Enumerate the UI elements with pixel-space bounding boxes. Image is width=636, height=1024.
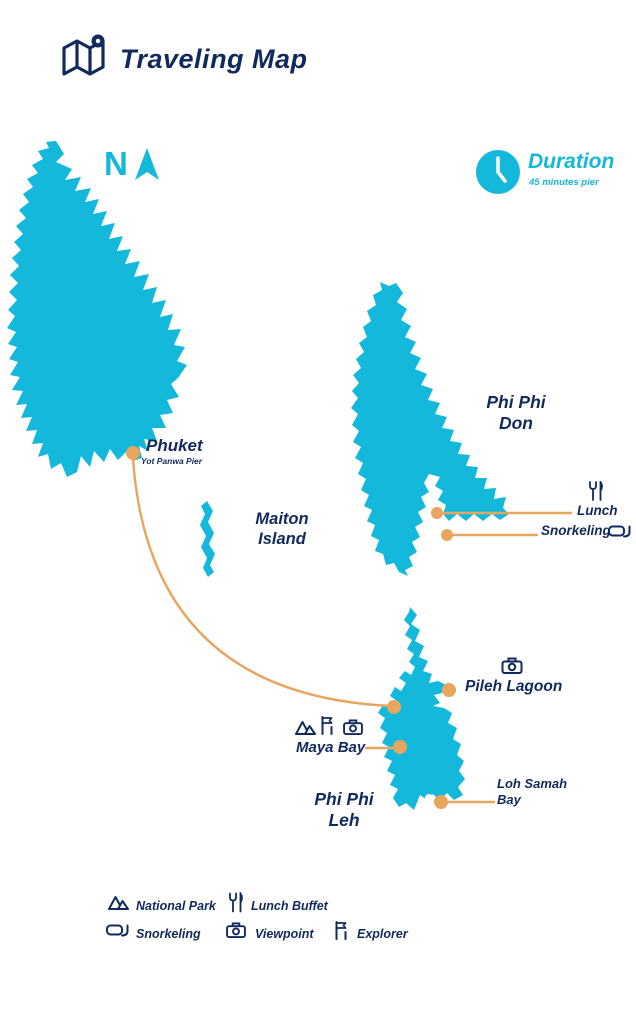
maya-national-park-icon: [295, 719, 316, 735]
phi-phi-leh-shape: [378, 607, 465, 810]
duration-title: Duration: [528, 150, 615, 173]
viewpoint-icon: [226, 922, 246, 938]
snorkeling-icon: [106, 924, 132, 938]
map-logo-icon: [60, 34, 110, 78]
pileh-viewpoint-icon: [501, 657, 523, 674]
maiton-island-shape: [200, 501, 215, 577]
lunch-label: Lunch: [577, 503, 618, 518]
pileh-lagoon-marker: [442, 683, 456, 697]
north-arrow-icon: [134, 148, 159, 180]
legend-label-viewpoint: Viewpoint: [255, 927, 314, 941]
phuket-island-shape: [7, 141, 187, 477]
maya-bay-marker: [393, 740, 407, 754]
maya-bay-label: Maya Bay: [296, 739, 366, 756]
maiton-island-label: Maiton Island: [255, 510, 309, 549]
loh-samah-bay-label: Loh Samah Bay: [497, 776, 568, 808]
lunch-buffet-icon: [228, 892, 243, 913]
snorkeling-icon: [608, 525, 634, 539]
phi-phi-don-label: Phi Phi Don: [486, 392, 546, 433]
page-title: Traveling Map: [120, 44, 308, 74]
legend-label-national-park: National Park: [136, 899, 216, 913]
national-park-icon: [108, 894, 129, 910]
phi-phi-leh-label: Phi Phi Leh: [314, 789, 374, 830]
phuket-pier-label: Yot Panwa Pier: [141, 456, 203, 466]
duration-subtitle: 45 minutes pier: [529, 177, 599, 188]
snorkeling-label: Snorkeling: [541, 523, 611, 538]
loh-samah-marker: [434, 795, 448, 809]
explorer-icon: [334, 921, 349, 940]
north-indicator: N: [104, 145, 159, 183]
maya-explorer-icon: [320, 716, 335, 735]
legend-label-lunch-buffet: Lunch Buffet: [251, 899, 328, 913]
phuket-pier-marker: [126, 446, 140, 460]
clock-icon: [475, 149, 521, 195]
loh-samah-beach-dot: [425, 794, 433, 802]
legend-label-snorkeling: Snorkeling: [136, 927, 201, 941]
phuket-label: Phuket: [146, 436, 203, 455]
lunch-buffet-icon: [588, 481, 603, 501]
north-label: N: [104, 145, 128, 182]
phi-phi-don-shape: [351, 282, 509, 576]
pileh-lagoon-label: Pileh Lagoon: [465, 678, 563, 695]
route-end-marker: [387, 700, 401, 714]
lunch-marker: [431, 507, 443, 519]
snorkeling-marker: [441, 529, 453, 541]
legend-label-explorer: Explorer: [357, 927, 408, 941]
maya-viewpoint-icon: [343, 719, 363, 735]
boat-route-line: [131, 457, 394, 708]
